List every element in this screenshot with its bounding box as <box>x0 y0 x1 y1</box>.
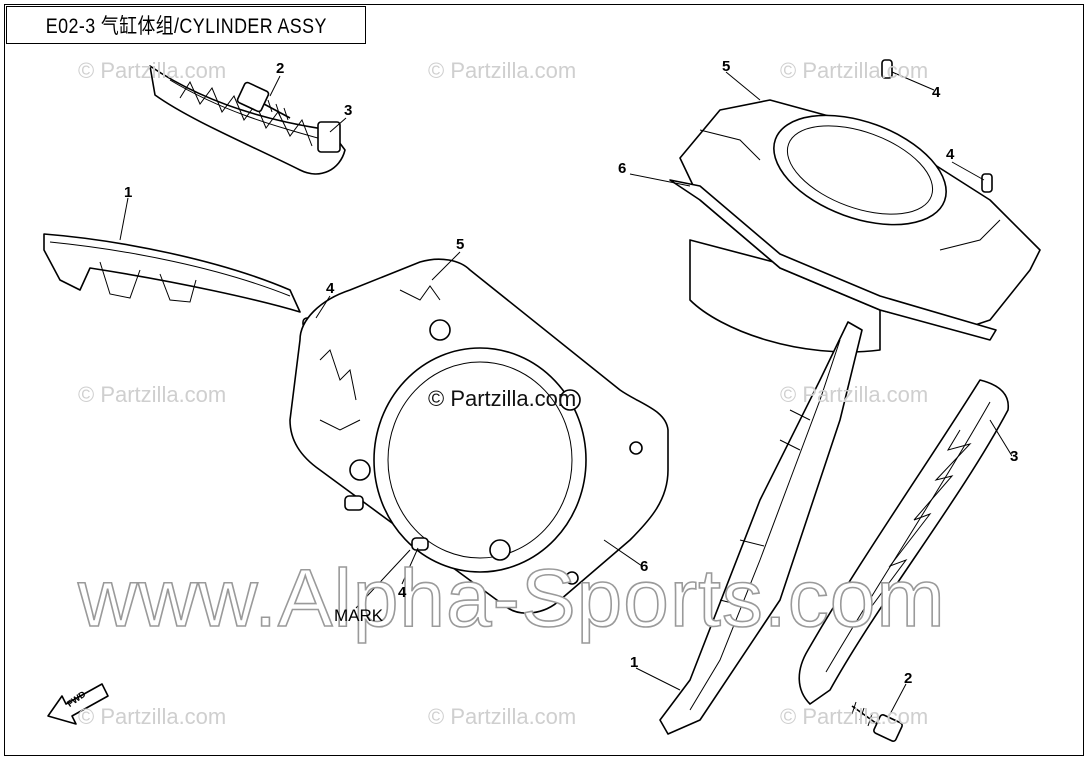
callout-4-left: 4 <box>326 280 335 297</box>
callout-1-left: 1 <box>124 184 133 201</box>
watermark-text: © Partzilla.com <box>78 58 227 83</box>
callout-2-top: 2 <box>276 60 285 77</box>
callout-4-mark: 4 <box>398 584 407 601</box>
watermark-text: © Partzilla.com <box>780 382 929 407</box>
leader-lines <box>119 71 1013 719</box>
watermark-text: © Partzilla.com <box>428 704 577 729</box>
callout-1-bottom: 1 <box>630 654 639 671</box>
fwd-arrow-icon <box>47 683 109 725</box>
diagram-frame <box>4 4 1084 756</box>
chain-guide-right <box>798 379 1009 705</box>
bolt-bottom <box>851 701 903 742</box>
chain-guide-rail-left <box>43 233 301 313</box>
watermark-text: © Partzilla.com <box>780 58 929 83</box>
mark-label: MARK <box>334 606 384 625</box>
callout-3-top: 3 <box>344 102 353 119</box>
callout-5-mid: 5 <box>456 236 465 253</box>
watermark-text: © Partzilla.com <box>428 58 577 83</box>
watermark-text: © Partzilla.com <box>780 704 929 729</box>
callout-3-right: 3 <box>1010 448 1019 465</box>
diagram-title: E02-3 气缸体组/CYLINDER ASSY <box>45 15 327 38</box>
watermark-text: © Partzilla.com <box>78 704 227 729</box>
watermark-big: www.Alpha-Sports.com <box>77 552 946 645</box>
watermark-center: © Partzilla.com <box>428 386 577 411</box>
dowel-pins-right <box>881 59 993 193</box>
bolt-top <box>236 81 291 121</box>
chain-guide-top <box>149 65 346 175</box>
callout-5-right: 5 <box>722 58 731 75</box>
watermark-text: © Partzilla.com <box>78 382 227 407</box>
callout-4-right-mid: 4 <box>946 146 955 163</box>
callout-6-mid: 6 <box>640 558 649 575</box>
callout-6-right: 6 <box>618 160 627 177</box>
cylinder-center <box>289 258 669 614</box>
chain-guide-long <box>659 321 863 735</box>
title-box: E02-3 气缸体组/CYLINDER ASSY <box>6 6 366 44</box>
callout-4-right-top: 4 <box>932 84 941 101</box>
callout-2-bottom: 2 <box>904 670 913 687</box>
cylinder-right <box>669 99 1041 353</box>
